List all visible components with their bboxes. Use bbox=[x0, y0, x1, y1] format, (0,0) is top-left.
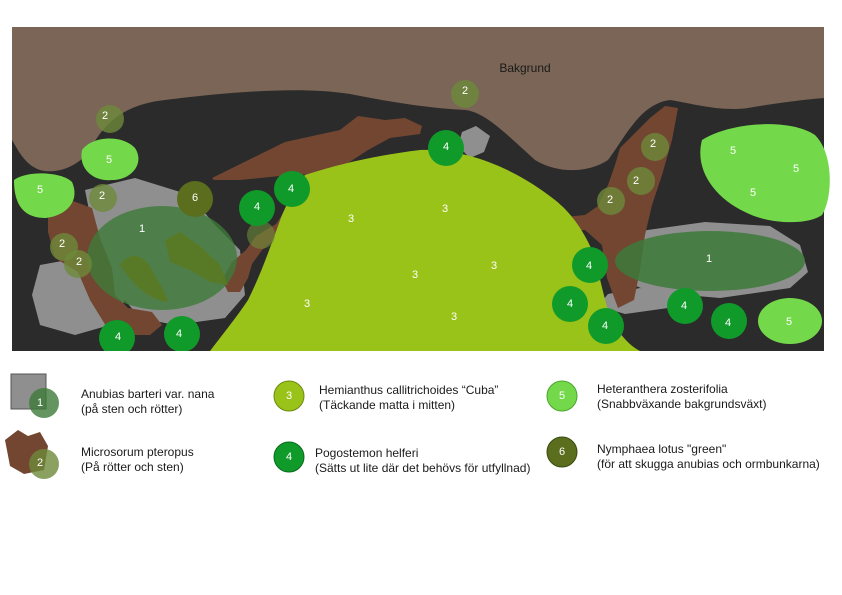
legend-name: Pogostemon helferi bbox=[315, 446, 419, 460]
marker-4 bbox=[274, 171, 310, 207]
marker-4 bbox=[667, 288, 703, 324]
svg-text:2: 2 bbox=[633, 175, 639, 187]
legend-marker-3 bbox=[273, 380, 305, 412]
legend-note: (Sätts ut lite där det behövs för utfyll… bbox=[315, 461, 531, 475]
svg-text:5: 5 bbox=[559, 390, 565, 402]
svg-text:3: 3 bbox=[491, 260, 497, 272]
legend-note: (på sten och rötter) bbox=[81, 402, 183, 416]
root bbox=[212, 116, 422, 180]
background-label: Bakgrund bbox=[499, 61, 550, 75]
legend-item-6: Nymphaea lotus "green" (för att skugga a… bbox=[597, 442, 820, 472]
legend-name: Hemianthus callitrichoides “Cuba” bbox=[319, 383, 499, 397]
svg-text:4: 4 bbox=[176, 328, 182, 340]
svg-text:3: 3 bbox=[286, 390, 292, 402]
svg-text:3: 3 bbox=[348, 213, 354, 225]
legend-item-5: Heteranthera zosterifolia (Snabbväxande … bbox=[597, 382, 766, 412]
marker-4 bbox=[239, 190, 275, 226]
marker-2 bbox=[89, 184, 117, 212]
marker-4 bbox=[428, 130, 464, 166]
legend-marker-2 bbox=[29, 449, 59, 479]
svg-text:2: 2 bbox=[59, 238, 65, 250]
svg-text:2: 2 bbox=[102, 110, 108, 122]
microsorum-fern bbox=[120, 255, 168, 302]
svg-text:5: 5 bbox=[730, 145, 736, 157]
svg-text:2: 2 bbox=[650, 138, 656, 150]
heteranthera-patch bbox=[758, 298, 822, 344]
legend-note: (Täckande matta i mitten) bbox=[319, 398, 456, 412]
legend-marker-6 bbox=[546, 436, 578, 468]
marker-4 bbox=[99, 320, 135, 356]
svg-text:4: 4 bbox=[443, 141, 449, 153]
legend-marker-4 bbox=[273, 441, 305, 473]
svg-text:3: 3 bbox=[442, 203, 448, 215]
anubias-cluster bbox=[615, 231, 805, 291]
svg-text:2: 2 bbox=[76, 256, 82, 268]
marker-4 bbox=[588, 308, 624, 344]
svg-text:1: 1 bbox=[37, 397, 43, 409]
marker-6 bbox=[177, 181, 213, 217]
svg-text:4: 4 bbox=[115, 331, 121, 343]
svg-text:2: 2 bbox=[99, 190, 105, 202]
svg-text:2: 2 bbox=[462, 85, 468, 97]
svg-text:3: 3 bbox=[304, 298, 310, 310]
legend-item-4: Pogostemon helferi (Sätts ut lite där de… bbox=[315, 446, 530, 476]
svg-text:4: 4 bbox=[602, 320, 608, 332]
marker-4 bbox=[711, 303, 747, 339]
legend-name: Microsorum pteropus bbox=[81, 445, 194, 459]
legend-item-1: Anubias barteri var. nana (på sten och r… bbox=[81, 387, 214, 417]
svg-text:5: 5 bbox=[106, 154, 112, 166]
svg-text:5: 5 bbox=[793, 163, 799, 175]
background-wall bbox=[12, 27, 824, 172]
svg-text:3: 3 bbox=[412, 269, 418, 281]
marker-2 bbox=[641, 133, 669, 161]
legend-marker-1 bbox=[29, 388, 59, 418]
marker-4 bbox=[572, 247, 608, 283]
microsorum-fern bbox=[165, 232, 228, 285]
marker-2 bbox=[597, 187, 625, 215]
marker-4 bbox=[164, 316, 200, 352]
hemianthus-carpet bbox=[210, 149, 640, 351]
svg-text:4: 4 bbox=[567, 298, 573, 310]
svg-text:2: 2 bbox=[607, 194, 613, 206]
legend-name: Heteranthera zosterifolia bbox=[597, 382, 728, 396]
anubias-cluster bbox=[87, 206, 237, 310]
marker-2 bbox=[627, 167, 655, 195]
svg-text:5: 5 bbox=[750, 187, 756, 199]
svg-text:4: 4 bbox=[288, 183, 294, 195]
marker-2 bbox=[247, 221, 275, 249]
legend-name: Anubias barteri var. nana bbox=[81, 387, 215, 401]
heteranthera-patch bbox=[700, 124, 830, 223]
marker-label-1: 1 bbox=[139, 223, 145, 235]
marker-4 bbox=[552, 286, 588, 322]
legend-note: (Snabbväxande bakgrundsväxt) bbox=[597, 397, 767, 411]
marker-2 bbox=[96, 105, 124, 133]
marker-2 bbox=[64, 250, 92, 278]
svg-text:5: 5 bbox=[786, 316, 792, 328]
svg-text:3: 3 bbox=[451, 311, 457, 323]
legend-note: (På rötter och sten) bbox=[81, 460, 184, 474]
heteranthera-patch bbox=[14, 173, 75, 218]
legend-note: (för att skugga anubias och ormbunkarna) bbox=[597, 457, 820, 471]
svg-text:6: 6 bbox=[559, 446, 565, 458]
svg-text:4: 4 bbox=[725, 317, 731, 329]
heteranthera-patch bbox=[81, 138, 139, 181]
stone bbox=[458, 126, 490, 158]
legend-name: Nymphaea lotus "green" bbox=[597, 442, 727, 456]
marker-label-1: 1 bbox=[706, 253, 712, 265]
svg-text:6: 6 bbox=[192, 192, 198, 204]
svg-text:5: 5 bbox=[37, 184, 43, 196]
svg-text:4: 4 bbox=[254, 201, 260, 213]
legend-marker-5 bbox=[546, 380, 578, 412]
legend-item-2: Microsorum pteropus (På rötter och sten) bbox=[81, 445, 194, 475]
svg-text:4: 4 bbox=[586, 260, 592, 272]
svg-text:2: 2 bbox=[37, 457, 43, 469]
marker-2 bbox=[451, 80, 479, 108]
legend-item-3: Hemianthus callitrichoides “Cuba” (Täcka… bbox=[319, 383, 498, 413]
svg-text:4: 4 bbox=[681, 300, 687, 312]
svg-text:4: 4 bbox=[286, 451, 292, 463]
plant-markers: 1 1 2 2 2 2 2 2 2 2 3 3 3 3 3 3 4 4 4 4 bbox=[37, 80, 799, 356]
